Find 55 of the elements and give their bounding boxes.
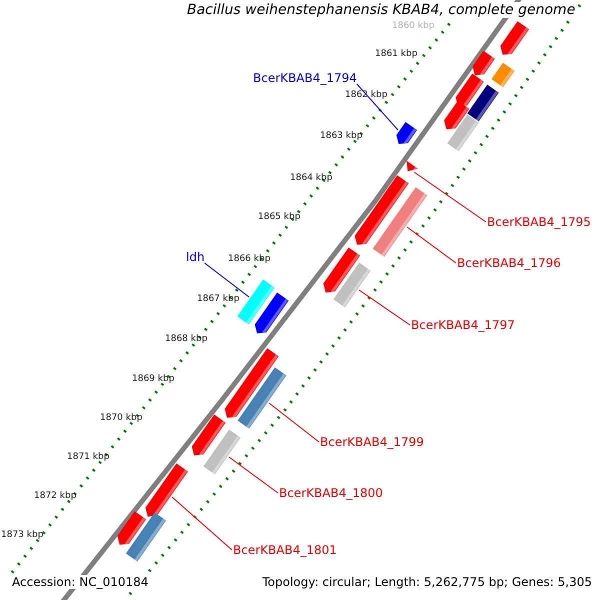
gene-block [447, 114, 479, 152]
tick-label: 1868 kbp [165, 335, 208, 344]
gene-block [146, 463, 188, 518]
info-text: Topology: circular; Length: 5,262,775 bp; Genes: 5,305 [260, 575, 594, 589]
tick-label: 1871 kbp [67, 453, 110, 462]
leader-line [228, 456, 278, 494]
gene-block [372, 187, 428, 257]
gene-block [126, 512, 166, 562]
gene-block [354, 175, 409, 246]
tick-label: 1865 kbp [258, 213, 300, 222]
tick-label: 1863 kbp [320, 132, 362, 141]
gene-label: BcerKBAB4_1797 [411, 319, 515, 331]
tick-label: 1867 kbp [197, 295, 240, 304]
tick-label: 1866 kbp [228, 255, 270, 264]
gene-block [500, 21, 530, 56]
leader-line [172, 496, 232, 550]
gene-block [117, 511, 146, 546]
gene-block [492, 62, 514, 88]
gene-block [238, 367, 286, 429]
tick-label: 1870 kbp [100, 414, 142, 423]
gene-block [333, 262, 371, 308]
info-text: Accession: NC_010184 [10, 575, 150, 589]
gene-block [203, 430, 241, 474]
leader-line [204, 262, 250, 298]
gene-label: ldh [186, 251, 205, 263]
gene-block [396, 122, 418, 144]
gene-label: BcerKBAB4_1800 [279, 487, 383, 499]
gene-label: BcerKBAB4_1794 [253, 72, 357, 84]
gene-block [456, 74, 484, 107]
gene-block [323, 248, 360, 293]
gene-block [254, 292, 289, 334]
leader-line [358, 290, 410, 326]
tick-label: 1862 kbp [345, 91, 388, 100]
tick-label: 1872 kbp [34, 492, 76, 501]
leader-line [414, 172, 486, 222]
tick-label: 1873 kbp [1, 531, 44, 540]
gene-block [472, 50, 495, 76]
tick-label: 1861 kbp [375, 50, 418, 59]
gene-label: BcerKBAB4_1799 [320, 436, 424, 448]
leader-line [268, 402, 320, 442]
gene-block [237, 280, 275, 324]
gene-block [444, 100, 470, 130]
gene-block [406, 160, 418, 176]
map-title: Bacillus weihenstephanensis KBAB4, complete genome [185, 2, 578, 18]
gene-label: BcerKBAB4_1796 [457, 257, 561, 269]
leader-line [356, 84, 398, 130]
tick-label: 1864 kbp [290, 174, 332, 183]
leader-line [406, 226, 456, 264]
tick-label: 1860 kbp [392, 22, 434, 31]
gene-label: BcerKBAB4_1795 [487, 216, 591, 228]
gene-block [192, 414, 226, 456]
gene-block [224, 348, 279, 418]
tick-label: 1869 kbp [132, 375, 174, 384]
gene-block [467, 84, 499, 122]
gene-label: BcerKBAB4_1801 [233, 544, 337, 556]
